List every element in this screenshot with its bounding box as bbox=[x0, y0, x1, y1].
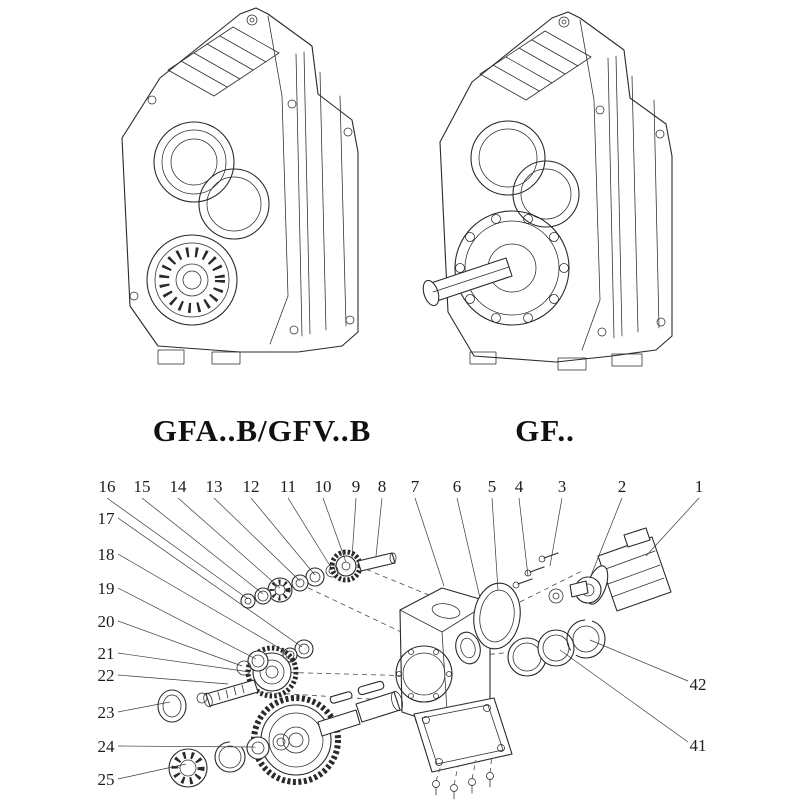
side-ribs bbox=[295, 51, 347, 337]
callout-label-7: 7 bbox=[411, 477, 420, 496]
cooling-fins bbox=[479, 30, 592, 101]
side-ribs bbox=[607, 55, 660, 339]
housing-outline bbox=[121, 7, 359, 353]
housing-screws bbox=[558, 16, 666, 337]
callout-label-3: 3 bbox=[558, 477, 567, 496]
callout-label-2: 2 bbox=[618, 477, 627, 496]
callout-label-14: 14 bbox=[170, 477, 188, 496]
pinion-shaft bbox=[357, 552, 396, 572]
callout-label-1: 1 bbox=[695, 477, 704, 496]
shaft-key bbox=[357, 680, 385, 696]
callout-label-42: 42 bbox=[690, 675, 707, 694]
leader-lines-top bbox=[106, 497, 700, 600]
intermediate-shaft bbox=[205, 679, 259, 707]
housing-outline bbox=[439, 11, 673, 363]
output-bearing bbox=[146, 234, 238, 326]
callout-label-25: 25 bbox=[98, 770, 115, 789]
housing-edge bbox=[267, 15, 289, 345]
callout-label-13: 13 bbox=[206, 477, 223, 496]
upper-bores bbox=[470, 120, 580, 228]
oil-seal bbox=[157, 689, 187, 723]
cover-plate bbox=[413, 697, 513, 800]
gearbox-right-drawing bbox=[422, 11, 673, 371]
callout-label-21: 21 bbox=[98, 644, 115, 663]
callout-label-23: 23 bbox=[98, 703, 115, 722]
exploded-view: 16 15 14 13 12 11 10 9 8 7 6 5 4 3 2 1 1… bbox=[98, 477, 707, 800]
callout-label-20: 20 bbox=[98, 612, 115, 631]
cooling-fins bbox=[167, 26, 280, 97]
gearbox-left-drawing bbox=[121, 7, 359, 365]
callout-label-24: 24 bbox=[98, 737, 116, 756]
output-flange bbox=[454, 210, 570, 326]
callout-label-22: 22 bbox=[98, 666, 115, 685]
shaft-key bbox=[329, 691, 353, 704]
circlip bbox=[214, 741, 246, 773]
callout-label-19: 19 bbox=[98, 579, 115, 598]
callout-label-10: 10 bbox=[315, 477, 332, 496]
output-shaft bbox=[422, 257, 513, 307]
seal-rings bbox=[507, 619, 606, 677]
mounting-feet bbox=[157, 349, 241, 365]
callout-label-4: 4 bbox=[515, 477, 524, 496]
input-gasket bbox=[473, 582, 521, 650]
leader-lines-right bbox=[559, 639, 689, 743]
upper-bores bbox=[153, 121, 270, 240]
cover-bolts bbox=[432, 754, 494, 800]
input-pinion-assembly bbox=[240, 549, 397, 609]
callout-label-8: 8 bbox=[378, 477, 387, 496]
callouts-left-column: 17 18 19 20 21 22 23 24 25 bbox=[98, 509, 116, 789]
callout-label-16: 16 bbox=[99, 477, 116, 496]
flange-bolts bbox=[512, 552, 564, 604]
output-gear-assembly bbox=[168, 680, 403, 788]
housing-screws bbox=[129, 14, 355, 335]
electric-motor bbox=[569, 527, 672, 612]
callout-label-18: 18 bbox=[98, 545, 115, 564]
callout-label-11: 11 bbox=[280, 477, 296, 496]
motor-shaft bbox=[569, 580, 589, 598]
model-label-right: GF.. bbox=[515, 413, 575, 448]
callout-label-9: 9 bbox=[352, 477, 361, 496]
leader-lines-left bbox=[117, 517, 303, 780]
callout-label-5: 5 bbox=[488, 477, 497, 496]
callout-label-41: 41 bbox=[690, 736, 707, 755]
callout-label-17: 17 bbox=[98, 509, 116, 528]
callout-label-6: 6 bbox=[453, 477, 462, 496]
intermediate-gear-assembly bbox=[157, 639, 314, 723]
output-shaft bbox=[355, 691, 401, 723]
mounting-feet bbox=[469, 351, 643, 371]
callouts-top-row: 16 15 14 13 12 11 10 9 8 7 6 5 4 3 2 1 bbox=[99, 477, 704, 496]
callout-label-12: 12 bbox=[243, 477, 260, 496]
housing-edge bbox=[579, 19, 601, 351]
callouts-right-column: 42 41 bbox=[690, 675, 707, 755]
callout-label-15: 15 bbox=[134, 477, 151, 496]
terminal-box bbox=[623, 527, 651, 548]
model-label-left: GFA..B/GFV..B bbox=[153, 413, 372, 448]
